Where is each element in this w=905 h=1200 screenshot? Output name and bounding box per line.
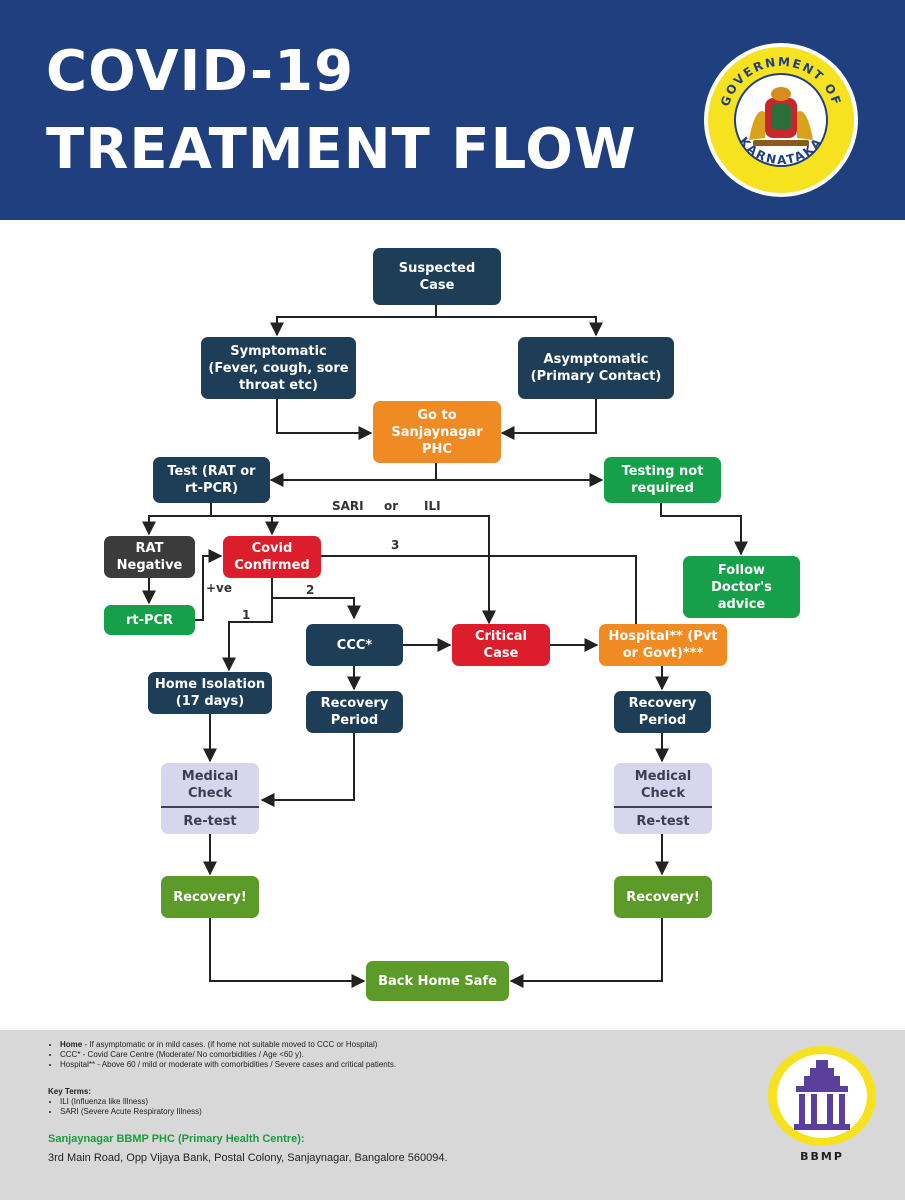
label-path-2: 2	[306, 583, 315, 597]
key-terms-title: Key Terms:	[48, 1087, 91, 1096]
arrow-confirmed-hospital	[321, 555, 643, 641]
arrow-notrequired-follow	[660, 503, 748, 556]
test-box: Test (RAT or rt-PCR)	[153, 457, 270, 503]
key-term-ili: ILI (Influenza like Illness)	[60, 1097, 202, 1107]
note-ccc: CCC* - Covid Care Centre (Moderate/ No c…	[60, 1050, 396, 1060]
medical-check-left-box: Medical Check Re-test	[161, 763, 259, 834]
phc-address: 3rd Main Road, Opp Vijaya Bank, Postal C…	[48, 1152, 448, 1164]
label-path-3: 3	[391, 538, 400, 552]
footer-panel	[0, 1030, 905, 1200]
title-line-1: COVID-19	[46, 39, 355, 104]
phc-name: Sanjaynagar BBMP PHC (Primary Health Cen…	[48, 1133, 305, 1145]
label-ili: ILI	[424, 499, 441, 513]
recovery-period-left-box: Recovery Period	[306, 691, 403, 733]
arrow-test-ratneg	[142, 503, 212, 536]
medical-check-right-label: Medical Check	[634, 768, 692, 801]
arrow-recovery-backhome-left	[209, 918, 366, 988]
arrow-rtpcr-confirmed	[195, 549, 223, 621]
ccc-box: CCC*	[306, 624, 403, 666]
symptomatic-box: Symptomatic (Fever, cough, sore throat e…	[201, 337, 356, 399]
label-path-1: 1	[242, 608, 251, 622]
covid-confirmed-box: Covid Confirmed	[223, 536, 321, 578]
bbmp-label: BBMP	[800, 1150, 844, 1163]
arrow-symptomatic-phc	[276, 399, 373, 440]
medical-check-right-box: Medical Check Re-test	[614, 763, 712, 834]
note-hospital: Hospital** - Above 60 / mild or moderate…	[60, 1060, 396, 1070]
home-isolation-box: Home Isolation (17 days)	[148, 672, 272, 714]
recovery-period-right-box: Recovery Period	[614, 691, 711, 733]
follow-doctors-advice-box: Follow Doctor's advice	[683, 556, 800, 618]
hospital-box: Hospital** (Pvt or Govt)***	[599, 624, 727, 666]
arrow-suspected-asymptomatic	[436, 316, 603, 337]
rt-pcr-box: rt-PCR	[104, 605, 195, 635]
recovery-left-box: Recovery!	[161, 876, 259, 918]
karnataka-seal: GOVERNMENT OF KARNATAKA	[704, 43, 858, 197]
footnotes: Home - If asymptomatic or in mild cases.…	[48, 1040, 396, 1070]
arrow-confirmed-ccc	[272, 597, 361, 620]
back-home-safe-box: Back Home Safe	[366, 961, 509, 1001]
key-terms: Key Terms: ILI (Influenza like Illness) …	[48, 1087, 202, 1117]
label-sari: SARI	[332, 499, 364, 513]
testing-not-required-box: Testing not required	[604, 457, 721, 503]
arrow-recovery-backhome-right	[509, 918, 663, 988]
asymptomatic-box: Asymptomatic (Primary Contact)	[518, 337, 674, 399]
label-or: or	[384, 499, 399, 513]
arrow-asymptomatic-phc	[500, 399, 597, 440]
suspected-case-box: Suspected Case	[373, 248, 501, 305]
key-term-sari: SARI (Severe Acute Respiratory Illness)	[60, 1107, 202, 1117]
retest-right-label: Re-test	[636, 813, 690, 829]
rat-negative-box: RAT Negative	[104, 536, 195, 578]
medical-check-left-label: Medical Check	[181, 768, 239, 801]
divider	[614, 806, 712, 808]
note-home: Home - If asymptomatic or in mild cases.…	[60, 1040, 396, 1050]
emblem-icon	[749, 87, 813, 146]
arrow-suspected-symptomatic	[270, 305, 437, 337]
arrow-sari-critical	[211, 515, 496, 625]
critical-case-box: Critical Case	[452, 624, 550, 666]
divider	[161, 806, 259, 808]
label-positive: +ve	[206, 581, 233, 595]
arrow-test-confirmed	[211, 515, 279, 536]
arrow-recovery-medical-left	[260, 733, 355, 807]
sanjaynagar-phc-box: Go to Sanjaynagar PHC	[373, 401, 501, 463]
title-line-2: TREATMENT FLOW	[46, 117, 637, 182]
arrow-confirmed-home	[222, 598, 273, 672]
retest-left-label: Re-test	[183, 813, 237, 829]
bbmp-logo-icon	[768, 1046, 876, 1146]
temple-icon	[794, 1060, 850, 1130]
recovery-right-box: Recovery!	[614, 876, 712, 918]
